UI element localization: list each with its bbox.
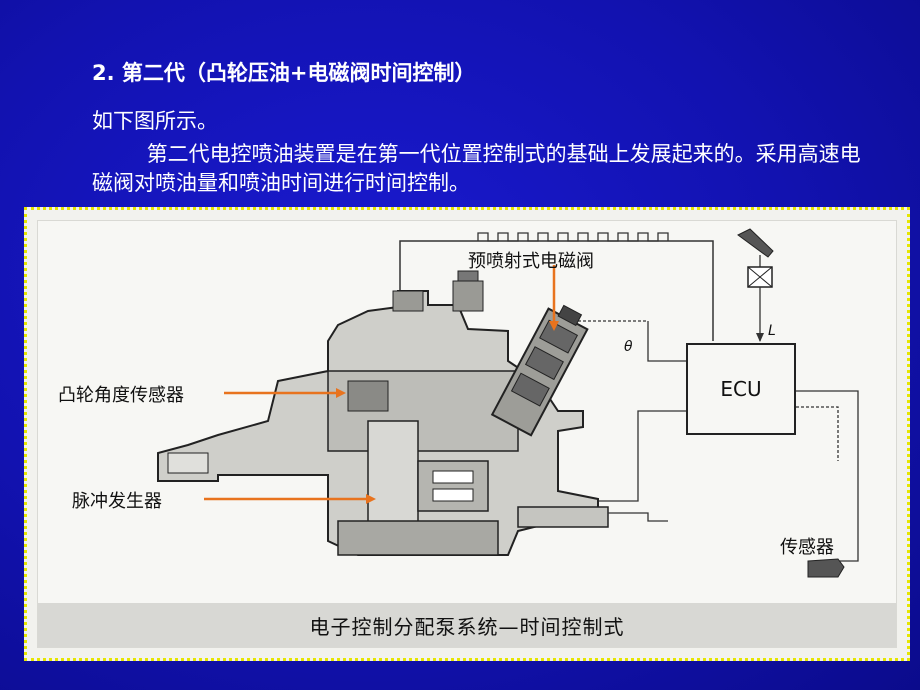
label-cam-angle-sensor: 凸轮角度传感器 bbox=[58, 385, 184, 406]
label-theta: θ bbox=[624, 339, 633, 355]
section-heading: 2. 第二代（凸轮压油+电磁阀时间控制） bbox=[92, 61, 476, 85]
label-pulse-generator: 脉冲发生器 bbox=[72, 491, 162, 512]
figure-frame: 预喷射式电磁阀 凸轮角度传感器 脉冲发生器 传感器 θ L ECU 电子控制分配… bbox=[24, 207, 910, 661]
ecu-box: ECU bbox=[686, 343, 796, 435]
intro-text: 如下图所示。 bbox=[92, 109, 218, 133]
description-text: 第二代电控喷油装置是在第一代位置控制式的基础上发展起来的。采用高速电磁阀对喷油量… bbox=[92, 142, 861, 195]
label-sensor: 传感器 bbox=[780, 537, 834, 558]
pump-diagram: 预喷射式电磁阀 凸轮角度传感器 脉冲发生器 传感器 θ L ECU 电子控制分配… bbox=[37, 220, 897, 648]
pump-schematic bbox=[157, 228, 859, 578]
label-l: L bbox=[768, 323, 776, 339]
figure-caption: 电子控制分配泵系统—时间控制式 bbox=[38, 603, 896, 647]
label-solenoid-valve: 预喷射式电磁阀 bbox=[468, 251, 594, 272]
